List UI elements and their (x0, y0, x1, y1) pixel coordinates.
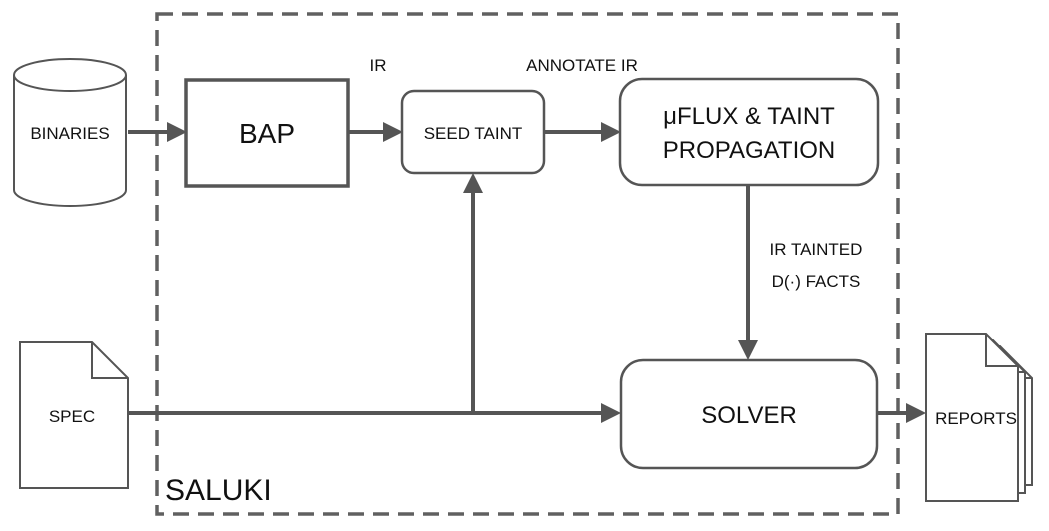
binaries-label: BINARIES (30, 124, 109, 143)
saluki-label: SALUKI (165, 474, 272, 507)
binaries-cylinder: BINARIES (13, 58, 127, 207)
edge-label-ir: IR (370, 56, 387, 75)
propagation-box (618, 77, 880, 187)
spec-document: SPEC (19, 341, 129, 489)
edge-label-d-facts: D(·) FACTS (772, 272, 861, 291)
saluki-boundary (155, 12, 900, 516)
propagation-label-line1: μFLUX & TAINT (663, 103, 835, 130)
solver-label: SOLVER (701, 402, 797, 429)
reports-label: REPORTS (935, 409, 1017, 428)
edge-label-annotate-ir: ANNOTATE IR (526, 56, 638, 75)
edge-label-ir-tainted: IR TAINTED (770, 240, 863, 259)
seed-taint-label: SEED TAINT (424, 124, 523, 143)
bap-label: BAP (239, 118, 295, 149)
spec-label: SPEC (49, 407, 95, 426)
reports-documents: REPORTS (925, 333, 1033, 502)
propagation-label-line2: PROPAGATION (663, 137, 835, 164)
